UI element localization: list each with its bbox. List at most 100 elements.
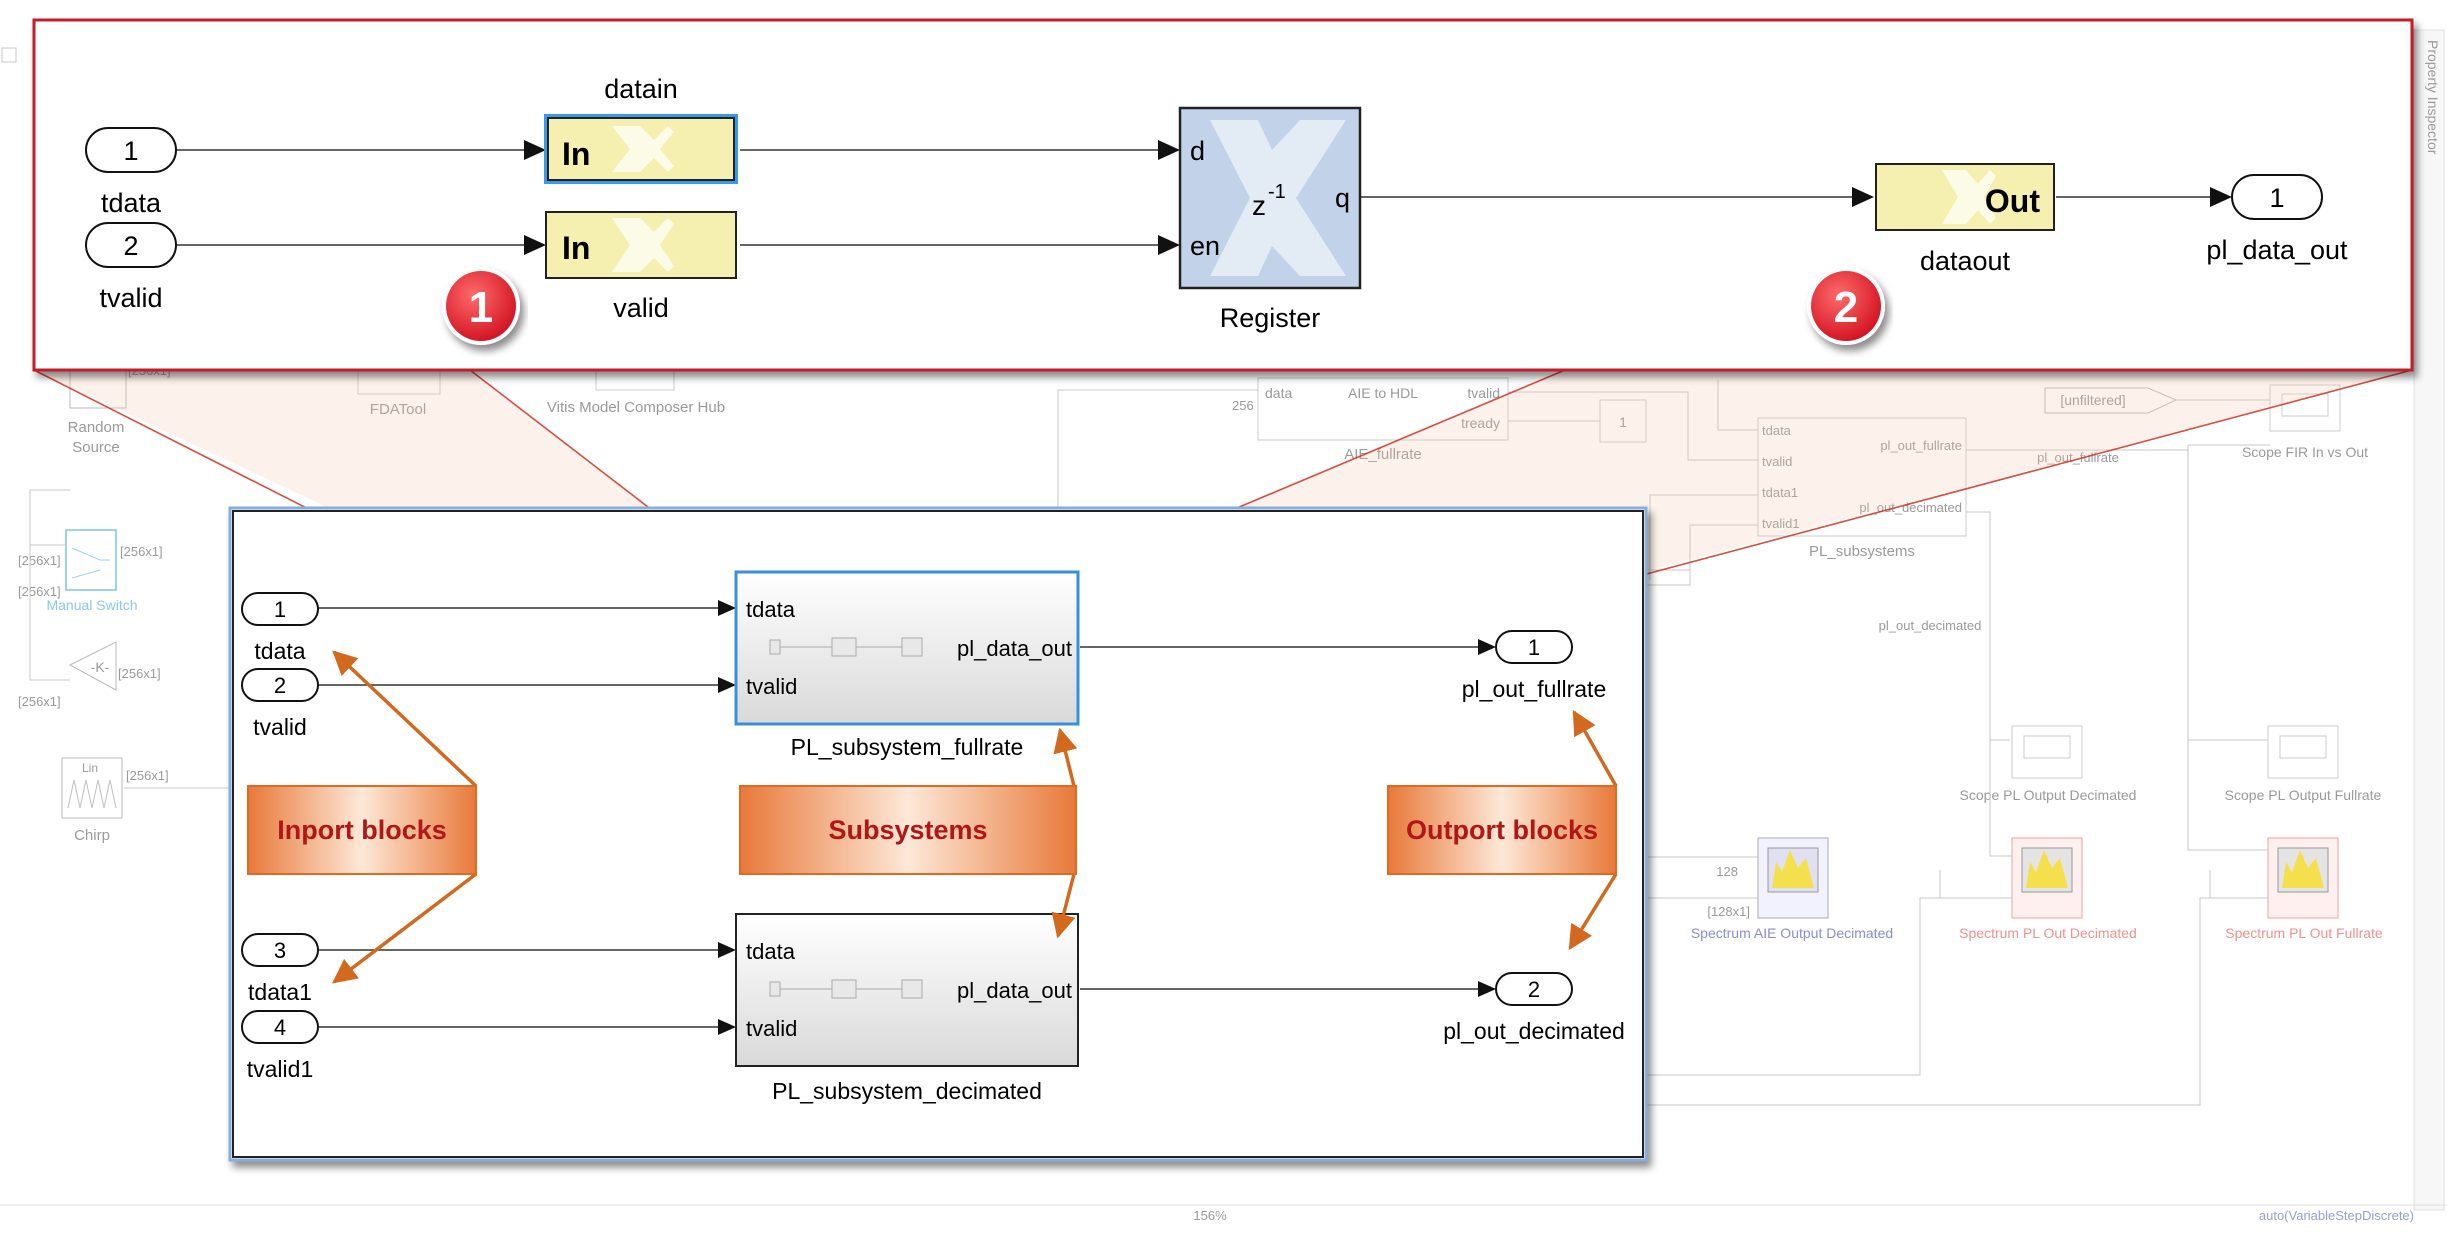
outport-name: pl_out_fullrate [1462,676,1607,702]
callout-subsystems: Subsystems [739,785,1077,875]
unfiltered-label: [unfiltered] [2060,392,2125,408]
dim-label: [256x1] [120,544,163,559]
inport-number: 4 [274,1015,286,1040]
scope-pl-decimated-label: Scope PL Output Decimated [1960,787,2137,803]
pl-subsystems-in: tdata [1762,423,1792,438]
gain-block[interactable] [68,641,117,691]
subsystem-decimated[interactable]: tdata tvalid pl_data_out PL_subsystem_de… [735,913,1079,1104]
subsystem-port-out: pl_data_out [957,978,1072,1003]
solver-status[interactable]: auto(VariableStepDiscrete) [2259,1208,2414,1223]
pl-subsystems-block[interactable] [1757,417,1967,537]
aie-to-hdl-block[interactable] [1257,377,1509,441]
svg-text:Inport blocks: Inport blocks [277,815,447,845]
scope-pl-decimated-block[interactable] [2011,725,2083,779]
pl-subsystems-in: tdata1 [1762,485,1798,500]
callout-arrows [332,650,1618,984]
chirp-icon: Lin [82,761,98,775]
outport-1[interactable]: 1 pl_out_fullrate [1462,630,1607,702]
gateway-in-datain[interactable]: datain In [544,74,738,184]
subsystem-content-icon [769,979,923,999]
inport-4[interactable]: 4 tvalid1 [241,1010,319,1082]
gateway-in-text: In [562,230,590,266]
outport-number: 1 [2269,183,2284,213]
xilinx-logo-icon [1210,120,1346,276]
inport-number: 1 [274,597,286,622]
dim-label: [256x1] [126,768,169,783]
property-inspector-strip[interactable] [2413,29,2445,1211]
inport-2[interactable]: 2 tvalid [241,668,319,740]
chirp-block[interactable] [61,757,123,819]
dim-label: [256x1] [18,584,61,599]
inport-name: tdata [101,188,162,218]
canvas-tab-icon[interactable] [1,47,17,63]
dim-label: [256x1] [18,553,61,568]
vitis-hub-label: Vitis Model Composer Hub [547,399,725,416]
xilinx-logo-icon [612,126,674,172]
callout-inport-blocks: Inport blocks [247,785,477,875]
gateway-in-valid[interactable]: In valid [545,211,737,323]
scope-pl-fullrate-block[interactable] [2267,725,2339,779]
zoom-level[interactable]: 156% [1193,1208,1227,1223]
manual-switch-block[interactable] [65,529,117,591]
inport-number: 1 [123,136,138,166]
top-inport-2[interactable]: 2 tvalid [85,222,177,313]
xilinx-logo-icon [612,218,674,272]
subsystem-port-in: tvalid [746,1016,797,1041]
scope-fir-label: Scope FIR In vs Out [2242,444,2368,460]
inport-name: tvalid [253,714,307,740]
register-port-q: q [1335,183,1350,213]
subsystem-port-in: tvalid [746,674,797,699]
gateway-in-name: valid [613,293,669,323]
spectrum-aie-label: Spectrum AIE Output Decimated [1691,925,1893,941]
inport-name: tvalid [99,283,162,313]
outport-name: pl_data_out [2206,235,2348,265]
aie-to-hdl-label: AIE to HDL [1348,385,1418,401]
inport-name: tdata1 [248,979,312,1005]
gateway-out-text: Out [1985,183,2040,219]
pl-subsystems-in: tvalid1 [1762,516,1800,531]
pl-subsystems-zoom-panel: 1 tdata 2 tvalid 3 tdata1 4 tvalid1 tdat… [228,506,1648,1162]
unfiltered-tag[interactable] [2044,387,2178,414]
inport-number: 2 [274,673,286,698]
subsystem-internals-zoom-panel: 1 tdata 2 tvalid datain In In valid d [32,18,2414,372]
aie-port-data: data [1265,385,1292,401]
subsystem-port-in: tdata [746,939,796,964]
subsystem-port-in: tdata [746,597,796,622]
signal-label: pl_out_decimated [1879,618,1982,633]
inport-name: tdata [254,638,305,664]
gateway-out-name: dataout [1920,246,2011,276]
random-source-label-2: Source [72,439,120,456]
svg-text:1: 1 [469,283,493,332]
badge-1: 1 [442,267,520,345]
svg-text:Subsystems: Subsystems [828,815,987,845]
register-block[interactable]: d en q z -1 Register [1178,106,1362,333]
outport-2[interactable]: 2 pl_out_decimated [1443,972,1625,1044]
svg-text:Outport blocks: Outport blocks [1406,815,1598,845]
inport-3[interactable]: 3 tdata1 [241,933,319,1005]
inport-name: tvalid1 [247,1056,313,1082]
pl-subsystems-out: pl_out_fullrate [1880,438,1962,453]
constant-value: 1 [1619,414,1627,430]
callout-outport-blocks: Outport blocks [1387,785,1617,875]
svg-text:2: 2 [1834,283,1858,332]
chirp-label: Chirp [74,827,110,844]
subsystem-fullrate[interactable]: tdata tvalid pl_data_out PL_subsystem_fu… [734,570,1080,760]
aie-fullrate-label: AIE_fullrate [1344,446,1422,463]
gateway-in-name: datain [604,74,678,104]
manual-switch-label: Manual Switch [46,597,137,613]
gain-label: -K- [91,659,110,675]
top-inport-1[interactable]: 1 tdata [85,127,177,218]
subsystem-content-icon [769,637,923,657]
gateway-out-dataout[interactable]: Out dataout [1875,163,2055,276]
badge-2: 2 [1807,267,1885,345]
xilinx-logo-icon [1942,170,1996,224]
top-outport-1[interactable]: 1 pl_data_out [2206,174,2348,265]
outport-number: 2 [1528,977,1540,1002]
dim-128: [128x1] [1707,904,1750,919]
register-name: Register [1220,303,1321,333]
aie-port-tvalid: tvalid [1467,385,1500,401]
inport-1[interactable]: 1 tdata [241,592,319,664]
property-inspector-label: Property Inspector [2425,40,2441,155]
register-z: z [1252,190,1266,221]
